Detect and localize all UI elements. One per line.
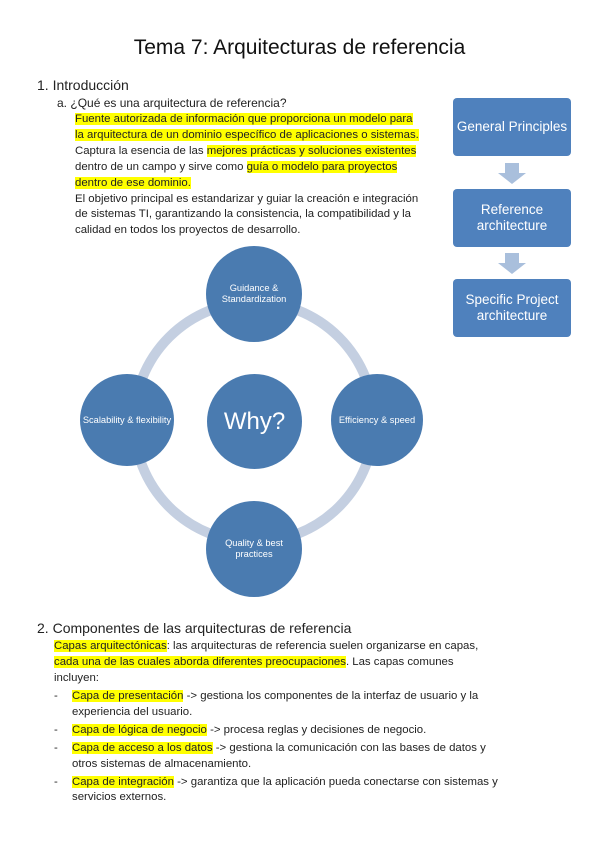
cycle-node-top: Guidance & Standardization: [206, 246, 302, 342]
layer-name: Capa de acceso a los datos: [72, 741, 213, 754]
layer-description: -> garantiza que la aplicación pueda con…: [173, 775, 498, 788]
concerns-text: . Las capas comunes: [345, 655, 454, 668]
objective-line-3: calidad en todos los proyectos de desarr…: [75, 224, 301, 237]
section-1-title: Introducción: [52, 77, 129, 93]
definition-line-2: la arquitectura de un dominio específico…: [75, 128, 419, 141]
layer-description: -> procesa reglas y decisiones de negoci…: [206, 723, 427, 736]
list-item: - Capa de lógica de negocio -> procesa r…: [54, 723, 574, 739]
list-dash: -: [54, 775, 58, 788]
list-item: - Capa de presentación -> gestiona los c…: [54, 689, 574, 721]
section-2-heading: 2. Componentes de las arquitecturas de r…: [37, 620, 351, 636]
essence-mid: dentro de un campo y sirve como: [75, 160, 247, 173]
essence-highlight-2: guía o modelo para proyectos: [246, 160, 398, 173]
flow-arrow-down-icon: [498, 253, 526, 274]
cycle-node-right: Efficiency & speed: [331, 374, 423, 466]
layers-highlight: Capas arquitectónicas: [54, 640, 167, 652]
essence-pre: Captura la esencia de las: [75, 144, 207, 157]
definition-line-1: Fuente autorizada de información que pro…: [75, 113, 413, 125]
layer-list: - Capa de presentación -> gestiona los c…: [54, 689, 574, 806]
layers-text: : las arquitecturas de referencia suelen…: [166, 640, 479, 652]
section-2-intro: Capas arquitectónicas: las arquitecturas…: [54, 639, 574, 687]
flow-box-general-principles: General Principles: [453, 98, 571, 156]
cycle-node-bottom: Quality & best practices: [206, 501, 302, 597]
subsection-a-number: a.: [57, 96, 68, 110]
list-dash: -: [54, 723, 58, 736]
list-item: - Capa de acceso a los datos -> gestiona…: [54, 741, 574, 773]
list-item: - Capa de integración -> garantiza que l…: [54, 775, 574, 807]
section-2-title: Componentes de las arquitecturas de refe…: [52, 620, 352, 636]
section-2-number: 2.: [37, 620, 49, 636]
includes-text: incluyen:: [54, 671, 99, 684]
subsection-a-title: ¿Qué es una arquitectura de referencia?: [70, 96, 287, 110]
layer-description: -> gestiona la comunicación con las base…: [212, 741, 486, 754]
flow-arrow-down-icon: [498, 163, 526, 184]
section-1-number: 1.: [37, 77, 49, 93]
concerns-highlight: cada una de las cuales aborda diferentes…: [54, 655, 346, 668]
flow-box-specific-project-architecture: Specific Project architecture: [453, 279, 571, 337]
essence-highlight-1: mejores prácticas y soluciones existente…: [206, 144, 417, 157]
cycle-node-left: Scalability & flexibility: [80, 374, 174, 466]
layer-name: Capa de presentación: [72, 690, 184, 702]
layer-description: -> gestiona los componentes de la interf…: [183, 690, 479, 702]
page-title: Tema 7: Arquitecturas de referencia: [133, 36, 466, 59]
layer-description-cont: otros sistemas de almacenamiento.: [72, 757, 252, 770]
flow-box-reference-architecture: Reference architecture: [453, 189, 571, 247]
list-dash: -: [54, 690, 58, 702]
layer-name: Capa de integración: [72, 775, 174, 788]
cycle-center-why: Why?: [207, 374, 302, 469]
list-dash: -: [54, 741, 58, 754]
objective-line-2: de sistemas TI, garantizando la consiste…: [75, 208, 411, 221]
layer-description-cont: servicios externos.: [72, 791, 167, 804]
layer-name: Capa de lógica de negocio: [72, 723, 207, 736]
layer-description-cont: experiencia del usuario.: [72, 705, 193, 718]
intro-paragraphs: Fuente autorizada de información que pro…: [75, 112, 445, 239]
subsection-a-heading: a. ¿Qué es una arquitectura de referenci…: [57, 96, 287, 110]
section-1-heading: 1. Introducción: [37, 77, 129, 93]
objective-line-1: El objetivo principal es estandarizar y …: [75, 192, 419, 205]
essence-highlight-3: dentro de ese dominio.: [75, 176, 191, 189]
